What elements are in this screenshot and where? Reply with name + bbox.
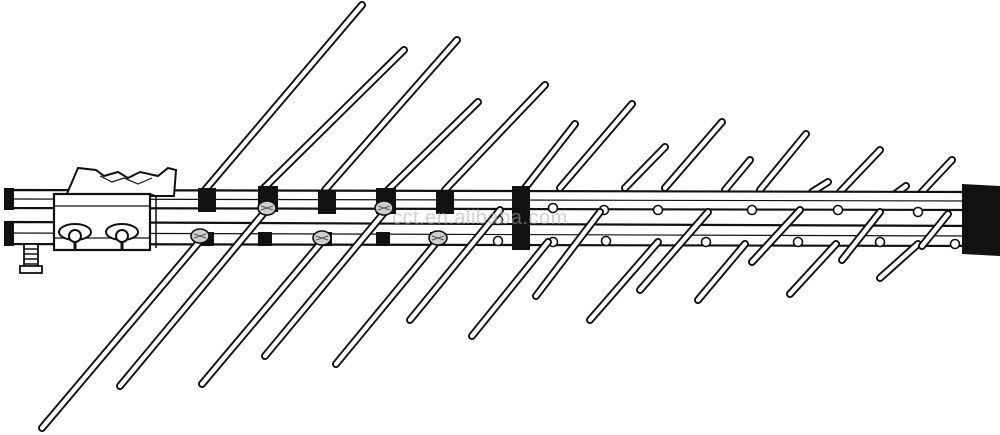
antenna-element-rod bbox=[384, 98, 482, 194]
boom-hole bbox=[792, 236, 804, 248]
element-nut bbox=[257, 200, 277, 216]
antenna-element-rod bbox=[808, 178, 832, 196]
antenna-element-rod bbox=[621, 143, 669, 192]
boom-hole bbox=[600, 235, 612, 247]
boom-end-cap-right bbox=[962, 184, 1000, 256]
element-nut bbox=[312, 230, 332, 246]
boom-hole bbox=[949, 238, 961, 250]
antenna-element-rod bbox=[838, 208, 884, 264]
elements-front-of-boom bbox=[38, 204, 952, 432]
antenna-element-rod bbox=[721, 156, 754, 194]
clamp-block bbox=[198, 188, 216, 212]
element-nut bbox=[190, 228, 210, 244]
boom-hole bbox=[746, 204, 758, 216]
antenna-element-rod bbox=[636, 208, 712, 294]
antenna-element-rod bbox=[261, 204, 392, 360]
antenna-element-rod bbox=[321, 36, 461, 194]
antenna-element-rod bbox=[836, 146, 884, 196]
antenna-element-rod bbox=[586, 238, 662, 324]
elements-behind-boom bbox=[201, 1, 956, 198]
antenna-element-rod bbox=[468, 238, 552, 340]
boom-hole bbox=[832, 204, 844, 216]
antenna-element-rod bbox=[258, 46, 408, 194]
element-nuts bbox=[190, 200, 448, 246]
clamp-block bbox=[258, 232, 272, 246]
boom-hole bbox=[700, 236, 712, 248]
antenna-element-rod bbox=[198, 234, 329, 388]
antenna-element-rod bbox=[786, 240, 840, 298]
clamp-block bbox=[376, 232, 390, 246]
antenna-element-rod bbox=[521, 120, 579, 192]
clamp-block bbox=[318, 190, 336, 214]
antenna-element-rod bbox=[532, 208, 604, 300]
antenna-element-rod bbox=[332, 234, 444, 368]
boom-end-cap-left-upper bbox=[4, 188, 14, 210]
antenna-element-rod bbox=[661, 118, 726, 192]
threaded-stud-icon bbox=[19, 243, 43, 274]
element-nut bbox=[428, 230, 448, 246]
boom-hole bbox=[492, 235, 504, 247]
antenna-element-rod bbox=[406, 206, 504, 324]
clamp-block bbox=[436, 190, 454, 214]
clamp-block bbox=[512, 186, 530, 250]
boom-hole bbox=[912, 206, 924, 218]
antenna-element-rod bbox=[918, 210, 952, 250]
antenna-element-rod bbox=[116, 204, 272, 390]
boom-hole bbox=[652, 204, 664, 216]
antenna-element-rod bbox=[201, 1, 366, 194]
antenna-element-rod bbox=[441, 81, 549, 194]
boom-end-cap-left-lower bbox=[4, 221, 14, 246]
boom-hole bbox=[547, 202, 559, 214]
antenna-element-rod bbox=[556, 100, 636, 192]
wing-nut-icon bbox=[105, 223, 139, 250]
element-nut bbox=[374, 200, 394, 216]
boom-hole bbox=[874, 236, 886, 248]
antenna-element-rod bbox=[694, 240, 749, 304]
antenna-element-rod bbox=[748, 206, 804, 266]
wing-nut-icon bbox=[58, 223, 92, 250]
antenna-element-rod bbox=[756, 130, 810, 194]
antenna-element-rod bbox=[916, 156, 956, 198]
antenna-element-rod bbox=[876, 240, 922, 282]
antenna-element-rod bbox=[38, 231, 209, 432]
